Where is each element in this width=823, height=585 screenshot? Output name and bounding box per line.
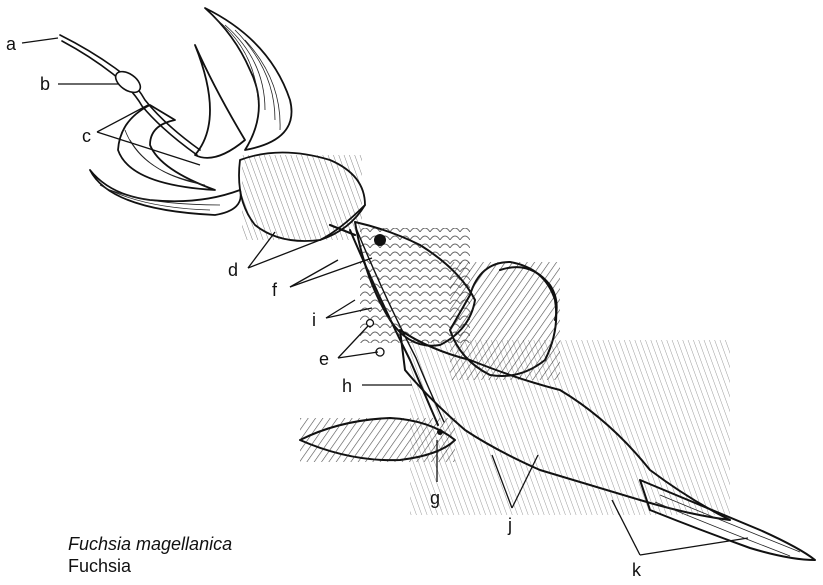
flower-petals xyxy=(239,153,365,242)
label-d: d xyxy=(228,260,238,280)
flower-style xyxy=(60,35,200,155)
hummingbird xyxy=(300,222,815,560)
caption: Fuchsia magellanica Fuchsia xyxy=(68,534,232,576)
label-e: e xyxy=(319,349,329,369)
label-k: k xyxy=(632,560,642,580)
label-j: j xyxy=(507,515,512,535)
label-a: a xyxy=(6,34,17,54)
label-i: i xyxy=(312,310,316,330)
label-c: c xyxy=(82,126,91,146)
label-h: h xyxy=(342,376,352,396)
caption-common-name: Fuchsia xyxy=(68,556,132,576)
label-g: g xyxy=(430,488,440,508)
caption-scientific-name: Fuchsia magellanica xyxy=(68,534,232,554)
label-f: f xyxy=(272,280,278,300)
label-b: b xyxy=(40,74,50,94)
